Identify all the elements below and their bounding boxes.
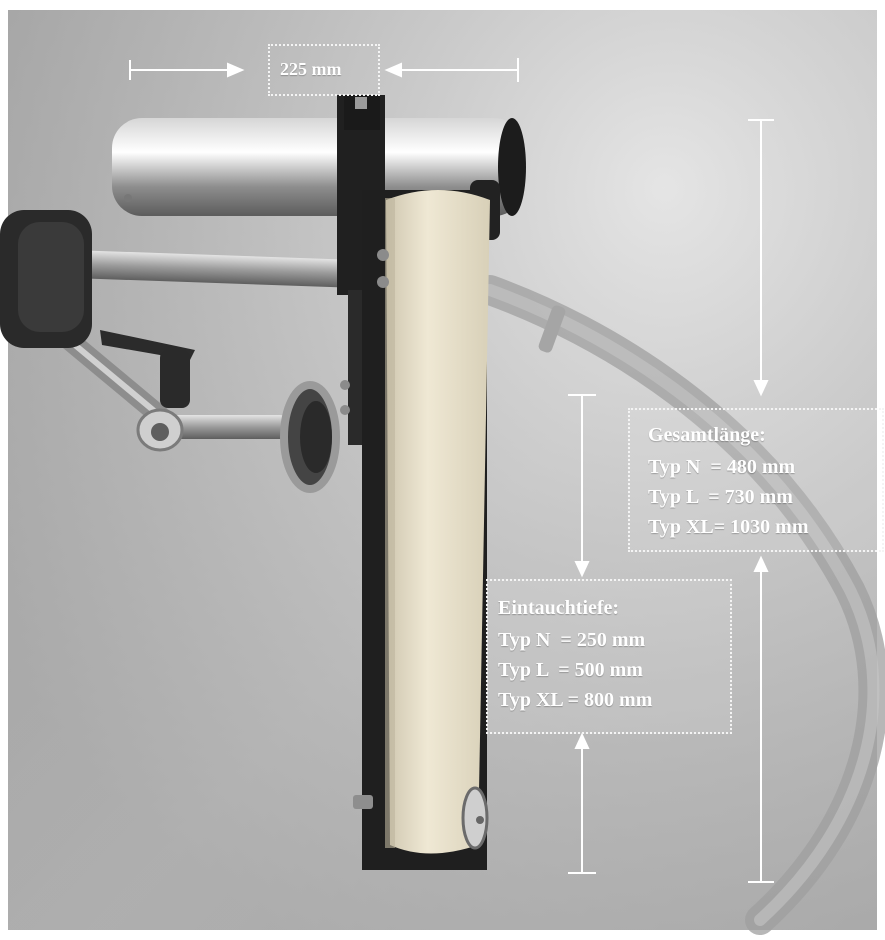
- total-length-row-xl: Typ XL= 1030 mm: [648, 516, 809, 538]
- total-length-row-l: Typ L = 730 mm: [648, 486, 793, 508]
- immersion-depth-callout: Eintauchtiefe: Typ N = 250 mm Typ L = 50…: [486, 579, 732, 734]
- immersion-depth-row-l: Typ L = 500 mm: [498, 659, 643, 681]
- immersion-depth-row-n: Typ N = 250 mm: [498, 629, 646, 651]
- immersion-depth-heading: Eintauchtiefe:: [498, 597, 620, 619]
- total-length-callout: Gesamtlänge: Typ N = 480 mm Typ L = 730 …: [628, 408, 884, 552]
- total-length-heading: Gesamtlänge:: [648, 424, 766, 446]
- immersion-depth-row-xl: Typ XL = 800 mm: [498, 689, 653, 711]
- total-length-row-n: Typ N = 480 mm: [648, 456, 796, 478]
- width-value: 225 mm: [280, 59, 342, 79]
- width-dimension-label: 225 mm: [268, 44, 380, 96]
